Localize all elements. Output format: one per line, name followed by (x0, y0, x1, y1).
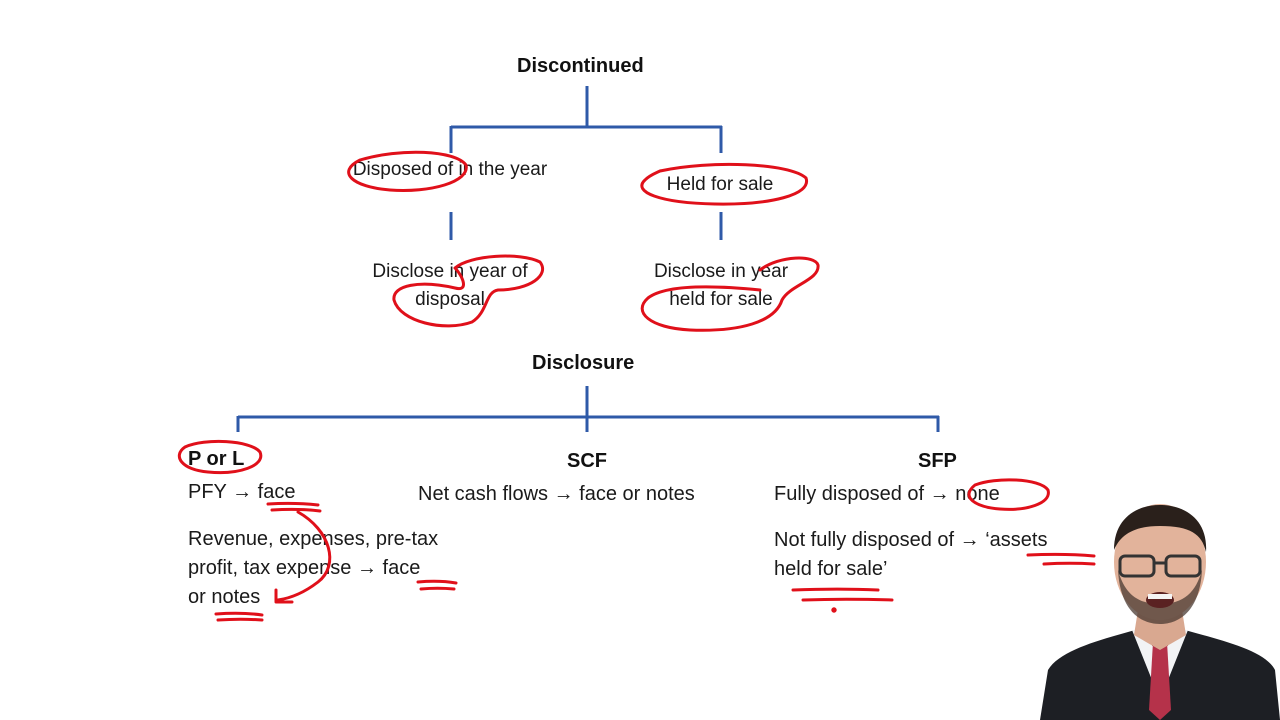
sfp-item1-target: none (955, 483, 1000, 505)
pen-dot (831, 607, 837, 613)
presenter-image (1040, 504, 1280, 720)
pl-item2: Revenue, expenses, pre-tax profit, tax e… (188, 525, 438, 612)
tree1-root-label: Discontinued (517, 55, 644, 77)
sfp-item1: Fully disposed of → none (774, 480, 1000, 509)
scf-heading: SCF (567, 450, 607, 472)
tree1-right-leaf: Disclose in year held for sale (616, 258, 826, 314)
tree1-left-leaf-line1: Disclose in year of (372, 261, 528, 282)
underline-held-for-sale-2 (801, 597, 894, 602)
tree1-left-leaf: Disclose in year of disposal (345, 258, 555, 314)
presenter-video (1040, 500, 1280, 720)
sfp-heading: SFP (918, 450, 957, 472)
pl-item1: PFY → face (188, 478, 295, 507)
tree1-right-branch-label: Held for sale (666, 174, 774, 195)
underline-notes-2 (216, 617, 264, 622)
pl-item2-line3-prefix: or (188, 586, 206, 608)
pl-item2-line3: or notes (188, 583, 438, 612)
sfp-item2-line1: Not fully disposed of → ‘assets (774, 526, 1047, 555)
tree1-left-branch-label: Disposed of in the year (352, 159, 548, 180)
pl-item2-line2-target: face (382, 557, 421, 579)
tree2-root-label: Disclosure (532, 352, 635, 374)
pl-item2-line2: profit, tax expense → face (188, 554, 438, 583)
underline-held-for-sale (791, 587, 880, 592)
sfp-item1-prefix: Fully disposed of → (774, 483, 950, 505)
sfp-item2-line2: held for sale’ (774, 558, 888, 580)
sfp-item2-line1-target: assets (989, 529, 1048, 551)
pl-item2-line1: Revenue, expenses, pre-tax (188, 528, 439, 550)
underline-notes (214, 611, 264, 617)
tree1-right-leaf-line1: Disclose in year (653, 261, 789, 282)
pl-heading: P or L (188, 448, 245, 470)
sfp-item2: Not fully disposed of → ‘assets held for… (774, 526, 1047, 584)
pl-item2-line3-target: notes (211, 586, 261, 608)
underline-pfy-face-2 (270, 507, 322, 513)
pl-item2-line2-prefix: profit, tax expense → (188, 557, 377, 579)
sfp-item2-line1-prefix: Not fully disposed of → ‘ (774, 529, 990, 551)
tree1-right-leaf-line2: held for sale (669, 289, 773, 310)
pl-item1-prefix: PFY → (188, 481, 253, 503)
tree1-left-leaf-line2: disposal (415, 289, 485, 310)
pl-item1-target: face (257, 481, 296, 503)
scf-item1: Net cash flows → face or notes (418, 483, 695, 505)
